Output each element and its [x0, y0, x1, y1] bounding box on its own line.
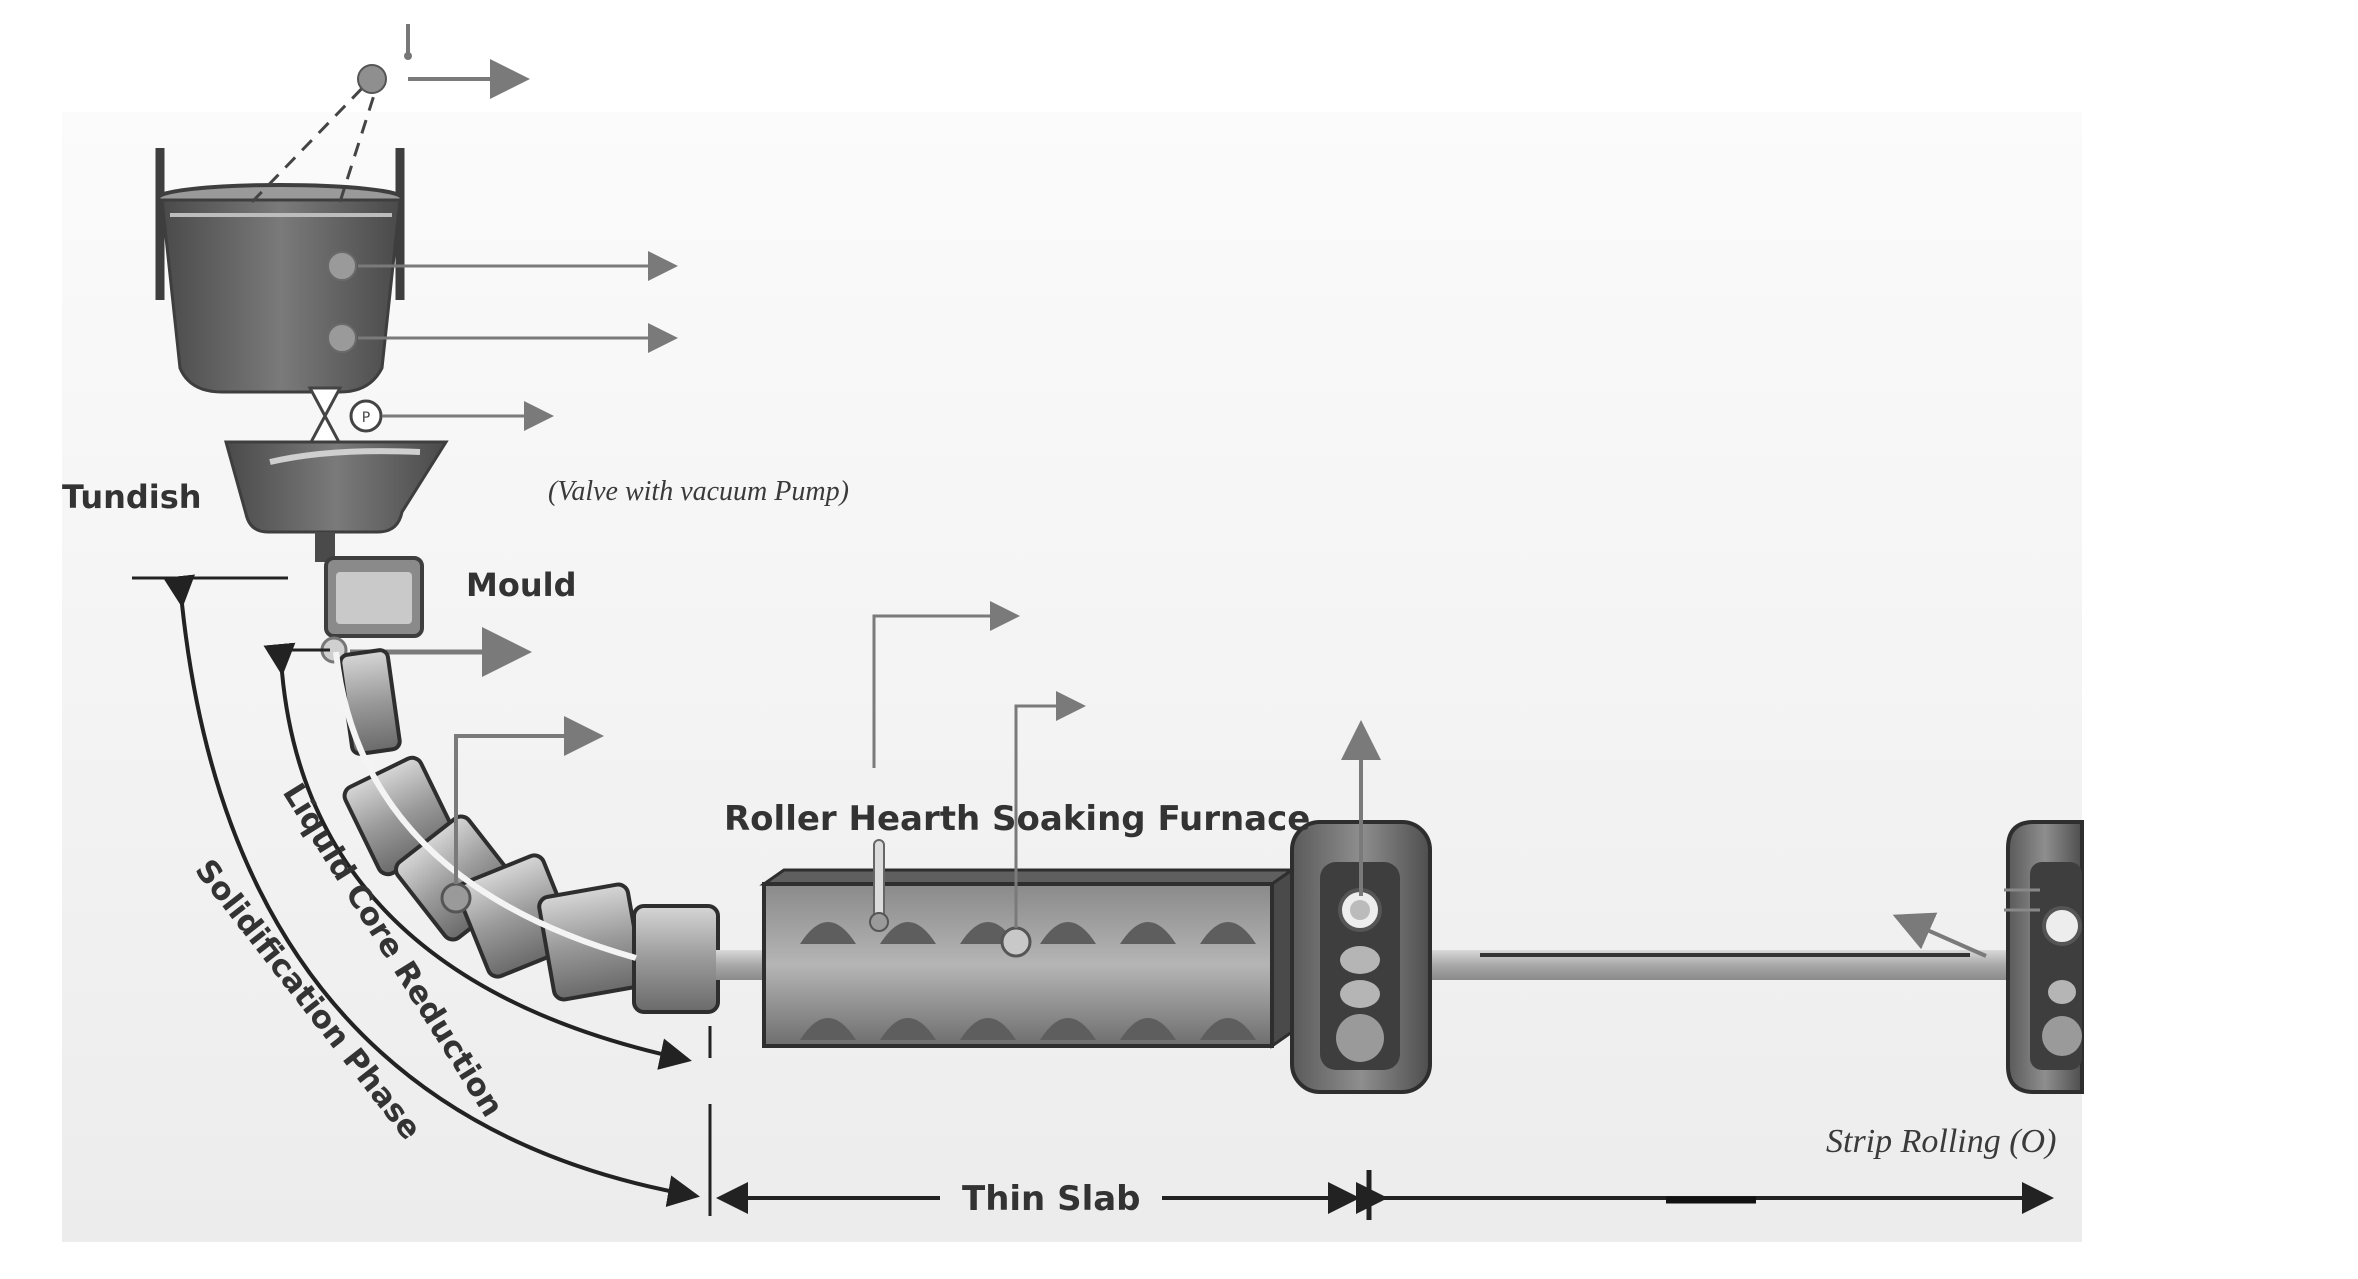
tundish-vessel: [224, 440, 449, 562]
sensor-dot-icon: [1000, 926, 1032, 958]
rolling-stand-2: [2004, 820, 2084, 1094]
sensor-dot-icon: [440, 882, 472, 914]
sensor-dot-icon: [327, 251, 357, 281]
label-tundish: Tundish: [62, 478, 202, 516]
label-solidification: Solidification Phase: [188, 853, 429, 1147]
sensor-dot-icon: [327, 323, 357, 353]
mould-block: [324, 556, 424, 638]
label-furnace: Roller Hearth Soaking Furnace: [724, 799, 1310, 839]
svg-text:P: P: [362, 410, 370, 426]
solidification-arrow: [163, 574, 700, 1207]
thermometer-icon: [404, 24, 412, 60]
sensor-dot-icon: [357, 64, 387, 94]
roller-hearth-furnace: [759, 867, 1297, 1049]
ladle-sensor-cone: [250, 76, 377, 204]
label-thin-slab: Thin Slab: [962, 1179, 1141, 1219]
ladle: [155, 148, 405, 394]
arrow-furnace-sensor: [1014, 691, 1086, 928]
rolling-stand-1: [1290, 820, 1432, 1094]
valve-icon: P: [307, 386, 383, 446]
thermometer-icon: [869, 839, 889, 932]
arrow-furnace-thermometer: [872, 601, 1020, 768]
label-valve-note: (Valve with vacuum Pump): [548, 476, 849, 507]
label-mould: Mould: [466, 566, 576, 604]
arrow-stand-2-diagonal: [1892, 912, 1987, 958]
label-strip-rolling: Strip Rolling (O): [1826, 1123, 2056, 1160]
